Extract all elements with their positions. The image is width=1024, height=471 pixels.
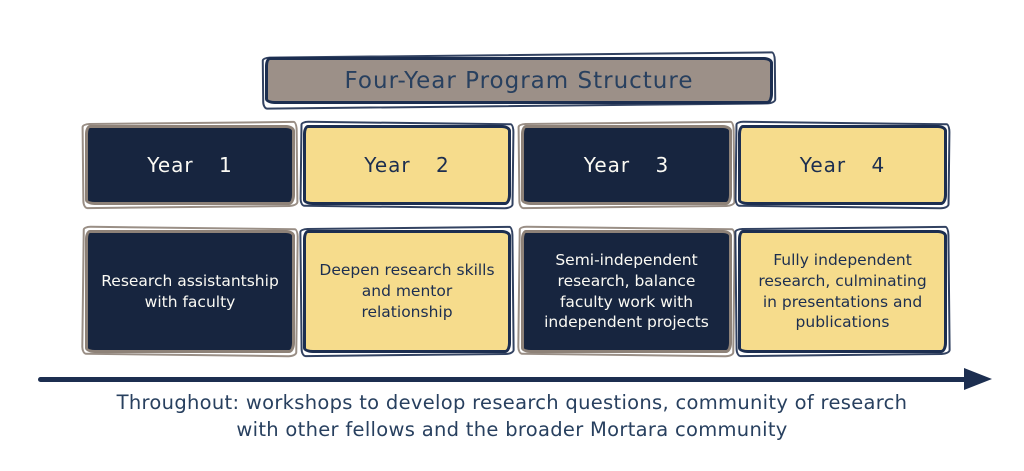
year-4-box: Year 4 — [738, 125, 947, 205]
title-box: Four-Year Program Structure — [265, 57, 773, 104]
diagram-title: Four-Year Program Structure — [344, 67, 694, 94]
year-3-label: Year 3 — [583, 153, 670, 177]
year-2-label: Year 2 — [364, 153, 450, 177]
year-1-description-box: Research assistantship with faculty — [85, 230, 295, 353]
year-2-box: Year 2 — [303, 125, 511, 205]
timeline-arrow-head-icon — [964, 368, 992, 390]
year-1-box: Year 1 — [85, 125, 295, 205]
year-2-description-box: Deepen research skills and mentor relati… — [303, 230, 511, 353]
year-1-description: Research assistantship with faculty — [101, 271, 279, 311]
year-4-label: Year 4 — [799, 153, 886, 177]
year-3-description-box: Semi-independent research, balance facul… — [521, 230, 732, 353]
timeline-note-line2: with other fellows and the broader Morta… — [236, 418, 788, 441]
timeline-note-line1: Throughout: workshops to develop researc… — [116, 391, 908, 414]
year-1-label: Year 1 — [147, 153, 233, 177]
year-3-box: Year 3 — [521, 125, 732, 205]
year-2-description: Deepen research skills and mentor relati… — [319, 261, 495, 321]
timeline-arrow-line — [38, 377, 968, 382]
year-4-description: Fully independent research, culminating … — [758, 250, 927, 332]
year-3-description: Semi-independent research, balance facul… — [544, 250, 709, 332]
year-4-description-box: Fully independent research, culminating … — [738, 230, 947, 353]
